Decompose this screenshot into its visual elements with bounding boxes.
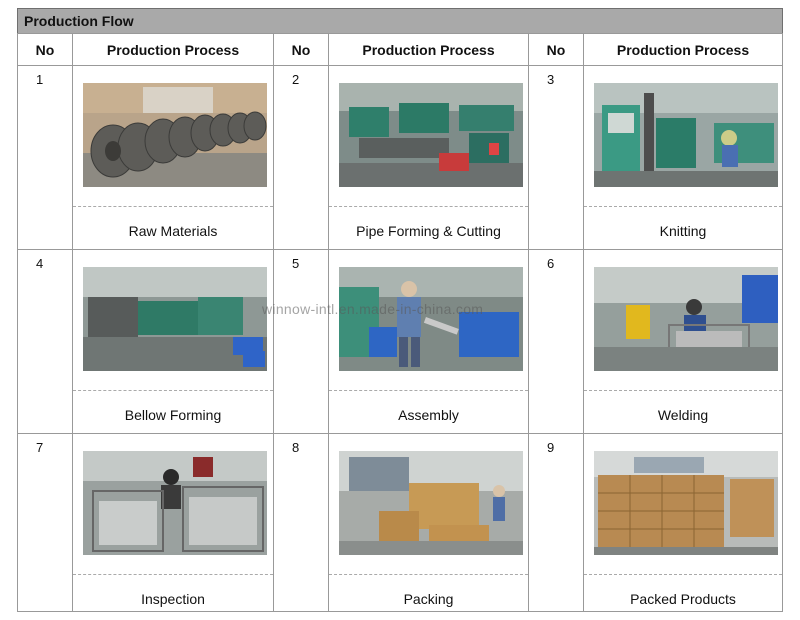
packing-area-photo [339, 451, 523, 555]
header-process-1: Production Process [72, 33, 274, 66]
cell-divider [584, 206, 782, 207]
header-process-3: Production Process [583, 33, 783, 66]
step-cell: Raw Materials [72, 65, 274, 250]
header-no-2: No [273, 33, 329, 66]
step-number: 3 [528, 65, 584, 250]
table-title-bar: Production Flow [17, 8, 783, 34]
step-number: 4 [17, 249, 73, 434]
step-cell: Pipe Forming & Cutting [328, 65, 529, 250]
braiding-machine-photo [594, 83, 778, 187]
header-no-1: No [17, 33, 73, 66]
step-label: Inspection [141, 591, 205, 607]
step-cell: Welding [583, 249, 783, 434]
step-label: Welding [657, 407, 709, 423]
cell-divider [329, 390, 528, 391]
cell-divider [329, 206, 528, 207]
cell-divider [329, 574, 528, 575]
step-label: Raw Materials [128, 223, 218, 239]
inspection-worker-photo [83, 451, 267, 555]
step-number: 1 [17, 65, 73, 250]
assembly-worker-photo [339, 267, 523, 371]
step-cell: Packing [328, 433, 529, 612]
step-label: Packed Products [630, 591, 736, 607]
step-cell: Packed Products [583, 433, 783, 612]
cell-divider [584, 390, 782, 391]
pipe-forming-line-photo [339, 83, 523, 187]
step-label: Packing [403, 591, 454, 607]
table-title: Production Flow [24, 13, 134, 29]
step-number: 5 [273, 249, 329, 434]
step-number: 7 [17, 433, 73, 612]
bellow-forming-machines-photo [83, 267, 267, 371]
step-number: 9 [528, 433, 584, 612]
step-label: Bellow Forming [124, 407, 222, 423]
step-cell: Bellow Forming [72, 249, 274, 434]
step-cell: Assembly [328, 249, 529, 434]
coils-of-steel-strip-photo [83, 83, 267, 187]
step-number: 6 [528, 249, 584, 434]
cell-divider [73, 390, 273, 391]
step-number: 2 [273, 65, 329, 250]
production-flow-table: Production Flow No Production Process No… [17, 8, 783, 612]
step-cell: Inspection [72, 433, 274, 612]
stacked-cartons-photo [594, 451, 778, 555]
step-number: 8 [273, 433, 329, 612]
step-label: Pipe Forming & Cutting [356, 223, 501, 239]
step-label: Knitting [659, 223, 707, 239]
cell-divider [584, 574, 782, 575]
cell-divider [73, 206, 273, 207]
welding-station-photo [594, 267, 778, 371]
header-process-2: Production Process [328, 33, 529, 66]
watermark-text: winnow-intl.en.made-in-china.com [262, 301, 484, 317]
cell-divider [73, 574, 273, 575]
header-no-3: No [528, 33, 584, 66]
step-label: Assembly [398, 407, 459, 423]
step-cell: Knitting [583, 65, 783, 250]
